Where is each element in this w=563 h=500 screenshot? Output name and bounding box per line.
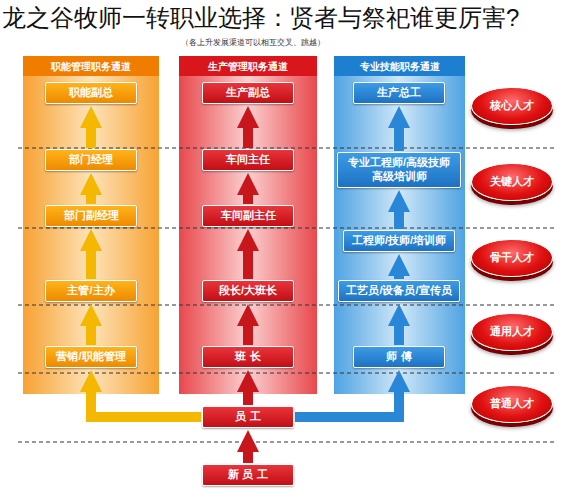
promotion-arrow: [243, 128, 253, 148]
promotion-arrow: [394, 128, 404, 151]
box-label: 工程师/技师/培训师: [352, 234, 446, 248]
box-label: 生产副总: [226, 86, 270, 100]
position-box: 车间主任: [202, 149, 294, 171]
position-box: 部门经理: [45, 149, 137, 171]
talent-button: 核心人才: [471, 87, 553, 125]
talent-button: 骨干人才: [471, 239, 553, 277]
tier-divider: [18, 147, 556, 148]
position-box: 工程师/技师/培训师: [343, 230, 455, 252]
position-box: 新 员 工: [202, 464, 294, 486]
promotion-arrow: [86, 326, 96, 345]
promotion-arrow: [243, 326, 253, 345]
box-label: 营销/职能管理: [56, 350, 125, 364]
box-label: 班 长: [235, 350, 260, 364]
position-box: 部门副经理: [45, 205, 137, 227]
box-label: 段长/大班长: [219, 284, 277, 298]
promotion-arrow: [86, 195, 96, 204]
channel-header: 生产管理职务通道: [179, 60, 317, 74]
tier-divider: [18, 227, 556, 228]
channel-header: 职能管理职务通道: [23, 60, 159, 74]
box-label: 骨干人才: [490, 251, 534, 265]
promotion-arrow: [243, 251, 253, 279]
box-label: 核心人才: [490, 99, 534, 113]
channel-panel: 生产管理职务通道生产副总车间主任车间副主任段长/大班长班 长: [178, 55, 318, 395]
promotion-arrow: [86, 128, 96, 148]
box-label: 部门副经理: [64, 209, 119, 223]
position-box: 主管/主办: [45, 280, 137, 302]
position-box: 员 工: [202, 406, 294, 428]
position-box: 师 傅: [353, 346, 445, 368]
box-label: 职能副总: [69, 86, 113, 100]
promotion-arrow: [295, 392, 399, 417]
position-box: 车间副主任: [202, 205, 294, 227]
promotion-arrow: [394, 212, 404, 229]
position-box: 班 长: [202, 346, 294, 368]
box-label: 新 员 工: [228, 468, 267, 482]
box-label: 部门经理: [69, 153, 113, 167]
position-box: 专业工程师/高级技师 高级培训师: [337, 152, 461, 188]
channel-header: 专业技能职务通道: [334, 60, 465, 74]
channel-panel: 职能管理职务通道职能副总部门经理部门副经理主管/主办营销/职能管理: [22, 55, 160, 395]
tier-divider: [18, 441, 556, 442]
box-label: 师 傅: [386, 350, 411, 364]
position-box: 工艺员/设备员/宣传员: [338, 280, 460, 302]
channel-panel: 专业技能职务通道生产总工专业工程师/高级技师 高级培训师工程师/技师/培训师工艺…: [333, 55, 466, 395]
promotion-arrow: [243, 392, 253, 405]
position-box: 生产总工: [353, 82, 445, 104]
position-box: 段长/大班长: [202, 280, 294, 302]
promotion-arrow: [243, 195, 253, 204]
position-box: 生产副总: [202, 82, 294, 104]
box-label: 关键人才: [490, 175, 534, 189]
box-label: 员 工: [235, 410, 260, 424]
talent-button: 普通人才: [471, 385, 553, 423]
promotion-arrow: [86, 251, 96, 279]
position-box: 职能副总: [45, 82, 137, 104]
subtitle-note: （各上升发展渠道可以相互交叉、跳越）: [181, 37, 325, 48]
box-label: 车间主任: [226, 153, 270, 167]
page-title: 龙之谷牧师一转职业选择：贤者与祭祀谁更厉害?: [2, 4, 519, 33]
tier-divider: [18, 372, 556, 373]
box-label: 车间副主任: [221, 209, 276, 223]
box-label: 通用人才: [490, 325, 534, 339]
promotion-arrow: [394, 326, 404, 345]
tier-divider: [18, 304, 556, 305]
box-label: 普通人才: [490, 397, 534, 411]
talent-button: 关键人才: [471, 163, 553, 201]
promotion-arrow: [243, 452, 253, 463]
box-label: 主管/主办: [67, 284, 114, 298]
promotion-arrow: [394, 276, 404, 279]
position-box: 营销/职能管理: [45, 346, 137, 368]
box-label: 专业工程师/高级技师 高级培训师: [344, 156, 454, 184]
box-label: 工艺员/设备员/宣传员: [346, 284, 451, 298]
promotion-arrow: [91, 392, 201, 417]
box-label: 生产总工: [377, 86, 421, 100]
talent-button: 通用人才: [471, 313, 553, 351]
